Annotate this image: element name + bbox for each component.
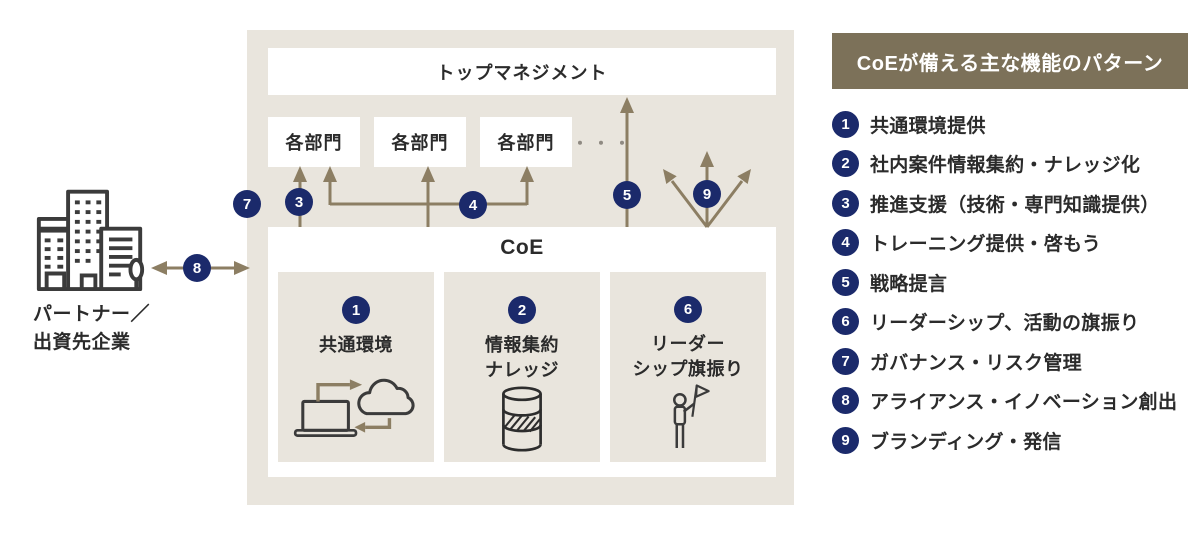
legend-number-badge: 4 [832, 229, 859, 256]
department-label: 各部門 [391, 133, 449, 153]
legend-item-8: 8 アライアンス・イノベーション創出 [832, 387, 1200, 415]
legend-item-label: 推進支援（技術・専門知識提供） [870, 194, 1160, 216]
connector-badge-3: 3 [285, 188, 313, 216]
more-departments-ellipsis: ・・・ [572, 136, 636, 153]
legend-header: CoEが備える主な機能のパターン [832, 33, 1188, 89]
legend-item-6: 6 リーダーシップ、活動の旗振り [832, 308, 1200, 336]
connector-badge-4: 4 [459, 191, 487, 219]
laptop-cloud-sync-icon [290, 358, 422, 462]
legend-item-label: 戦略提言 [870, 273, 948, 295]
legend-item-label: ガバナンス・リスク管理 [870, 352, 1082, 374]
legend-item-7: 7 ガバナンス・リスク管理 [832, 347, 1200, 375]
legend-item-label: トレーニング提供・啓もう [870, 234, 1102, 255]
department-box-3: 各部門 [480, 117, 572, 167]
top-management-label: トップマネジメント [436, 62, 608, 83]
top-management-box: トップマネジメント [268, 48, 776, 95]
coe-unit-leadership: 6 リーダー シップ旗振り [610, 272, 766, 462]
legend-item-label: アライアンス・イノベーション創出 [870, 392, 1178, 413]
legend-item-2: 2 社内案件情報集約・ナレッジ化 [832, 150, 1200, 178]
unit-label: リーダー シップ旗振り [632, 334, 744, 379]
legend-title: CoEが備える主な機能のパターン [856, 52, 1164, 75]
department-box-2: 各部門 [374, 117, 466, 167]
legend-number-badge: 5 [832, 268, 859, 296]
partner-label: パートナー／ 出資先企業 [33, 304, 151, 353]
legend-item-3: 3 推進支援（技術・専門知識提供） [832, 189, 1200, 217]
unit-label: 情報集約 ナレッジ [485, 335, 559, 380]
legend-number-badge: 6 [832, 308, 859, 335]
unit-number-badge: 2 [508, 296, 536, 324]
department-box-1: 各部門 [268, 117, 360, 167]
legend-number-badge: 9 [832, 426, 859, 454]
legend-list: 1 共通環境提供 2 社内案件情報集約・ナレッジ化 3 推進支援（技術・専門知識… [832, 110, 1200, 454]
legend-item-1: 1 共通環境提供 [832, 110, 1200, 138]
legend-number-badge: 1 [832, 110, 859, 138]
connector-badge-9: 9 [693, 180, 721, 208]
legend-item-9: 9 ブランディング・発信 [832, 426, 1200, 454]
connector-badge-7: 7 [233, 190, 261, 218]
unit-number-badge: 1 [342, 296, 370, 324]
coe-unit-shared-environment: 1 共通環境 [278, 272, 434, 462]
legend-number-badge: 8 [832, 387, 859, 414]
unit-number-badge: 6 [674, 296, 702, 323]
connector-badge-8: 8 [183, 254, 211, 282]
legend-number-badge: 7 [832, 347, 859, 375]
legend-item-label: 共通環境提供 [870, 115, 986, 137]
partner-buildings-icon [33, 176, 148, 300]
coe-title: CoE [500, 236, 544, 259]
unit-label: 共通環境 [319, 335, 393, 355]
connector-badge-5: 5 [613, 181, 641, 209]
database-icon [495, 383, 549, 462]
department-label: 各部門 [285, 133, 343, 153]
legend-item-4: 4 トレーニング提供・啓もう [832, 229, 1200, 257]
coe-unit-knowledge: 2 情報集約 ナレッジ [444, 272, 600, 462]
flag-bearer-icon [663, 382, 713, 462]
legend-number-badge: 2 [832, 150, 859, 177]
legend-item-5: 5 戦略提言 [832, 268, 1200, 296]
legend-item-label: 社内案件情報集約・ナレッジ化 [870, 155, 1141, 176]
legend-item-label: リーダーシップ、活動の旗振り [870, 313, 1140, 334]
legend-number-badge: 3 [832, 189, 859, 217]
legend-item-label: ブランディング・発信 [870, 431, 1062, 453]
department-label: 各部門 [497, 133, 555, 153]
